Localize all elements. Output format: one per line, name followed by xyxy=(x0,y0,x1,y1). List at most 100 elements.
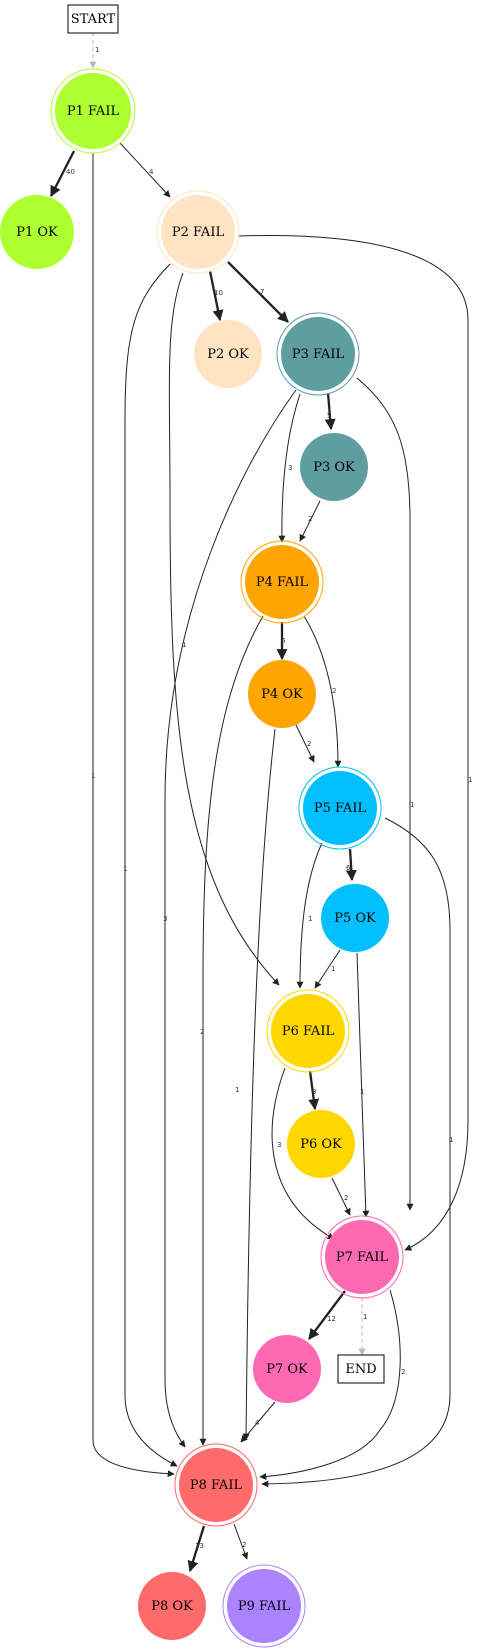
edge-label: 1 xyxy=(123,865,127,873)
node-label: P6 OK xyxy=(300,1137,342,1152)
node-p6-ok: P6 OK xyxy=(287,1110,355,1178)
edge-p7-fail-to-end: 1 xyxy=(358,1297,367,1356)
node-label: P3 FAIL xyxy=(292,347,345,362)
edge-label: 1 xyxy=(95,46,99,54)
edge-label: 6 xyxy=(281,637,286,645)
edge-label: 12 xyxy=(327,1315,336,1323)
node-label: P1 OK xyxy=(16,225,58,240)
node-p9-fail: P9 FAIL xyxy=(222,1564,306,1648)
edge-p1-fail-to-p8-fail: 1 xyxy=(91,153,175,1478)
edge-label: 3 xyxy=(288,464,292,472)
node-p5-fail: P5 FAIL xyxy=(298,766,382,850)
node-p7-fail: P7 FAIL xyxy=(320,1215,404,1299)
node-box xyxy=(67,4,119,34)
edge-p1-fail-to-p2-fail: 4 xyxy=(119,142,171,198)
node-circle xyxy=(325,1220,399,1294)
node-label: END xyxy=(345,1362,376,1377)
edge-p5-ok-to-p6-fail: 1 xyxy=(314,949,341,989)
node-p8-fail: P8 FAIL xyxy=(174,1443,258,1527)
edge-label: 1 xyxy=(308,915,312,923)
node-circle xyxy=(194,320,262,388)
node-box xyxy=(337,1354,385,1384)
edge-p3-fail-to-p7-fail: 1 xyxy=(356,377,414,1211)
node-outer-ring xyxy=(174,1443,258,1527)
node-outer-ring xyxy=(276,312,360,396)
edge-p4-ok-to-p5-fail: 2 xyxy=(294,722,315,763)
edge-label: 1 xyxy=(468,776,472,784)
edge-p3-fail-to-p3-ok: 5 xyxy=(324,392,336,431)
edge-p4-fail-to-p5-fail: 2 xyxy=(303,615,342,768)
edge-p5-fail-to-p5-ok: 6 xyxy=(345,848,357,882)
node-label: P1 FAIL xyxy=(67,104,120,119)
node-p3-ok: P3 OK xyxy=(300,433,368,501)
node-label: P5 FAIL xyxy=(314,801,367,816)
node-circle xyxy=(245,545,319,619)
edge-label: 1 xyxy=(91,772,95,780)
edge-p5-fail-to-p8-fail: 1 xyxy=(261,817,453,1488)
node-outer-ring xyxy=(50,68,136,154)
edge-label: 1 xyxy=(182,641,186,649)
node-circle xyxy=(253,1335,321,1403)
node-label: P2 OK xyxy=(207,347,249,362)
node-circle xyxy=(55,73,131,149)
edge-label: 6 xyxy=(346,864,351,872)
edge-label: 3 xyxy=(163,915,167,923)
edge-label: 4 xyxy=(255,1419,260,1427)
node-start: START xyxy=(67,4,119,34)
node-label: P7 OK xyxy=(266,1362,308,1377)
edge-label: 3 xyxy=(277,1141,281,1149)
node-outer-ring xyxy=(298,766,382,850)
node-circle xyxy=(179,1448,253,1522)
edge-p3-ok-to-p4-fail: 2 xyxy=(299,500,321,542)
node-end: END xyxy=(337,1354,385,1384)
node-circle xyxy=(0,195,74,269)
node-circle xyxy=(227,1569,301,1643)
node-label: P3 OK xyxy=(313,460,355,475)
node-label: P4 FAIL xyxy=(256,575,309,590)
edge-label: 5 xyxy=(327,412,331,420)
edge-p8-fail-to-p9-fail: 2 xyxy=(233,1523,249,1560)
node-circle xyxy=(271,994,345,1068)
node-circle xyxy=(321,884,389,952)
node-p3-fail: P3 FAIL xyxy=(276,312,360,396)
edge-label: 1 xyxy=(449,1136,453,1144)
node-circle xyxy=(248,660,316,728)
edge-label: 1 xyxy=(363,1313,367,1321)
node-p6-fail: P6 FAIL xyxy=(266,989,350,1073)
edge-p3-fail-to-p8-fail: 3 xyxy=(163,389,297,1448)
edge-label: 13 xyxy=(195,1542,204,1550)
node-outer-ring xyxy=(222,1564,306,1648)
node-circle xyxy=(161,195,235,269)
node-label: P8 FAIL xyxy=(190,1478,243,1493)
edge-label: 4 xyxy=(149,168,154,176)
node-circle xyxy=(303,771,377,845)
node-label: P8 OK xyxy=(151,1599,193,1614)
edge-label: 1 xyxy=(410,801,414,809)
edge-label: 2 xyxy=(307,740,311,748)
node-p1-fail: P1 FAIL xyxy=(50,68,136,154)
node-label: P2 FAIL xyxy=(172,225,225,240)
node-p8-ok: P8 OK xyxy=(138,1572,206,1640)
edge-p4-fail-to-p4-ok: 6 xyxy=(276,622,288,661)
edge-p7-fail-to-p7-ok: 12 xyxy=(308,1290,346,1340)
nodes-layer: START P1 FAIL P1 OK P2 FAIL P2 OK P3 FAI… xyxy=(0,4,404,1648)
edge-p8-fail-to-p8-ok: 13 xyxy=(187,1525,206,1573)
edge-label: 2 xyxy=(332,687,336,695)
edge-label: 1 xyxy=(360,1088,364,1096)
edge-p2-fail-to-p3-fail: 7 xyxy=(227,261,289,323)
node-label: P9 FAIL xyxy=(238,1599,291,1614)
edge-label: 2 xyxy=(344,1194,348,1202)
node-outer-ring xyxy=(266,989,350,1073)
node-p2-fail: P2 FAIL xyxy=(156,190,240,274)
edge-label: 2 xyxy=(401,1368,405,1376)
edge-label: 8 xyxy=(312,1088,316,1096)
edge-label: 7 xyxy=(260,288,264,296)
edge-label: 40 xyxy=(66,168,75,176)
edge-p7-fail-to-p8-fail: 2 xyxy=(259,1289,405,1481)
node-outer-ring xyxy=(240,540,324,624)
edge-p4-ok-to-p8-fail: 1 xyxy=(235,728,276,1441)
node-outer-ring xyxy=(156,190,240,274)
node-outer-ring xyxy=(320,1215,404,1299)
node-label: P5 OK xyxy=(334,911,376,926)
